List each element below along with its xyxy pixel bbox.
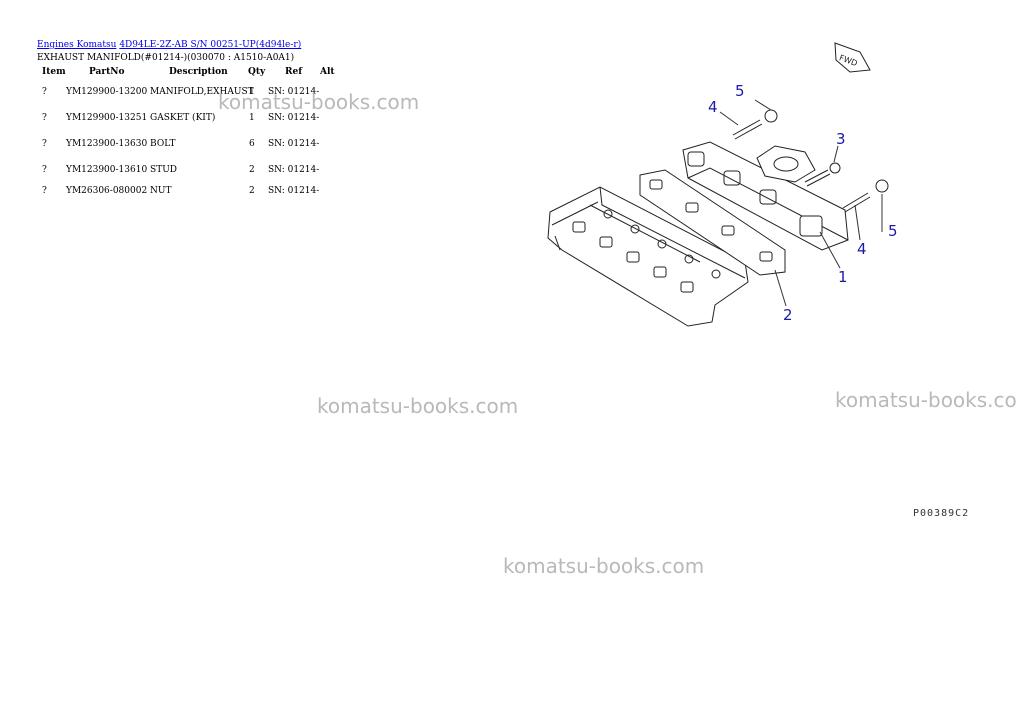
row-item: ? xyxy=(42,87,47,97)
gasket-strip xyxy=(639,169,786,276)
row-qty: 2 xyxy=(249,165,255,175)
callout-3: 3 xyxy=(836,130,846,148)
callout-5-top: 5 xyxy=(735,82,745,100)
column-header-alt: Alt xyxy=(320,67,335,77)
row-item: ? xyxy=(42,186,47,196)
exhaust-manifold xyxy=(682,141,849,251)
watermark: komatsu-books.com xyxy=(317,394,519,418)
row-ref: SN: 01214- xyxy=(268,165,320,175)
row-qty: 6 xyxy=(249,139,255,149)
row-part: YM129900-13251 GASKET (KIT) xyxy=(66,113,216,123)
column-header-item: Item xyxy=(42,67,66,77)
breadcrumb-link-engines[interactable]: Engines Komatsu xyxy=(37,40,117,50)
row-ref: SN: 01214- xyxy=(268,139,320,149)
row-qty: 1 xyxy=(249,113,255,123)
row-ref: SN: 01214- xyxy=(268,113,320,123)
watermark: komatsu-books.com xyxy=(218,90,420,114)
row-qty: 2 xyxy=(249,186,255,196)
page-subtitle: EXHAUST MANIFOLD(#01214-)(030070 : A1510… xyxy=(37,53,295,63)
diagram-linework xyxy=(547,42,889,327)
row-item: ? xyxy=(42,165,47,175)
row-ref: SN: 01214- xyxy=(268,186,320,196)
callout-5-right: 5 xyxy=(888,222,898,240)
row-part: YM123900-13630 BOLT xyxy=(66,139,176,149)
head-ports xyxy=(572,204,721,293)
row-part: YM123900-13610 STUD xyxy=(66,165,178,175)
watermark: komatsu-books.com xyxy=(503,554,705,578)
leader-lines xyxy=(719,99,883,307)
watermark: komatsu-books.co xyxy=(835,388,1017,412)
callout-4-right: 4 xyxy=(857,240,867,258)
column-header-description: Description xyxy=(169,67,228,77)
column-header-qty: Qty xyxy=(248,67,266,77)
row-part: YM26306-080002 NUT xyxy=(66,186,172,196)
callout-2: 2 xyxy=(783,306,793,324)
figure-code: P00389C2 xyxy=(913,508,970,519)
breadcrumb-link-model[interactable]: 4D94LE-2Z-AB S/N 00251-UP(4d94le-r) xyxy=(119,40,302,50)
fasteners xyxy=(732,109,889,213)
breadcrumb: Engines Komatsu 4D94LE-2Z-AB S/N 00251-U… xyxy=(37,40,301,50)
row-item: ? xyxy=(42,113,47,123)
callout-1: 1 xyxy=(838,268,848,286)
column-header-partno: PartNo xyxy=(89,67,125,77)
row-ref: SN: 01214- xyxy=(268,87,320,97)
callout-numbers: 5 4 3 5 4 1 2 xyxy=(708,82,898,324)
column-header-ref: Ref xyxy=(285,67,303,77)
fwd-arrow-icon xyxy=(834,42,871,73)
row-item: ? xyxy=(42,139,47,149)
row-qty: 1 xyxy=(249,87,255,97)
callout-4-top: 4 xyxy=(708,98,718,116)
row-part: YM129900-13200 MANIFOLD,EXHAUST xyxy=(66,87,254,97)
